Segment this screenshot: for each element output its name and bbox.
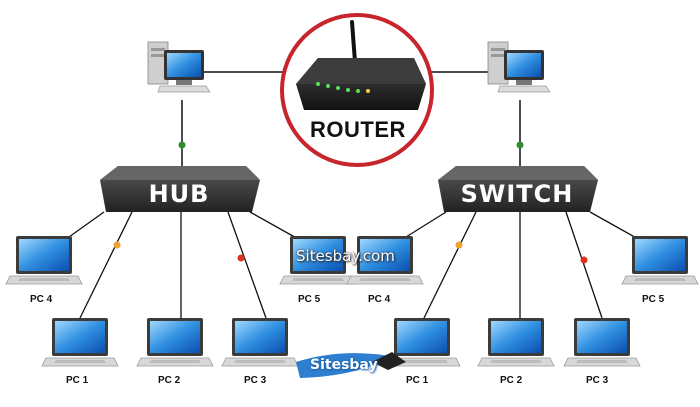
hub-pc3-label: PC 3 [244, 375, 267, 386]
switch-pc3-label: PC 3 [586, 375, 609, 386]
switch-pc3-laptop-icon [563, 317, 641, 367]
watermark-swoosh [296, 353, 390, 378]
router-label: ROUTER [310, 117, 406, 142]
hub-pc1-laptop-icon [41, 317, 119, 367]
hub-pc4-label: PC 4 [30, 294, 53, 305]
switch-pc5-label: PC 5 [642, 294, 665, 305]
hub-device [100, 166, 260, 212]
hub-pc1-label: PC 1 [66, 375, 89, 386]
hub-pc2-laptop-icon [136, 317, 214, 367]
hub-pc5-label: PC 5 [298, 294, 321, 305]
watermark-bottom: Sitesbay [310, 357, 378, 373]
switch-pc1-label: PC 1 [406, 375, 429, 386]
graduation-cap-icon [372, 352, 406, 370]
switch-pc5-laptop-icon [621, 235, 699, 285]
hub-label: HUB [148, 180, 210, 208]
left-server-icon [147, 41, 211, 93]
link-led-red [237, 254, 245, 262]
link-led-green [516, 141, 524, 149]
switch-pc2-label: PC 2 [500, 375, 523, 386]
watermark-top: Sitesbay.com [296, 247, 395, 265]
router-icon [296, 20, 426, 110]
switch-pc2-laptop-icon [477, 317, 555, 367]
switch-device [438, 166, 598, 212]
link-led-orange [113, 241, 121, 249]
hub-pc2-label: PC 2 [158, 375, 181, 386]
switch-label: SWITCH [460, 180, 574, 208]
switch-pc4-label: PC 4 [368, 294, 391, 305]
link-led-red [580, 256, 588, 264]
right-server-icon [487, 41, 551, 93]
link-led-green [178, 141, 186, 149]
hub-pc4-laptop-icon [5, 235, 83, 285]
link-led-orange [455, 241, 463, 249]
hub-pc3-laptop-icon [221, 317, 299, 367]
